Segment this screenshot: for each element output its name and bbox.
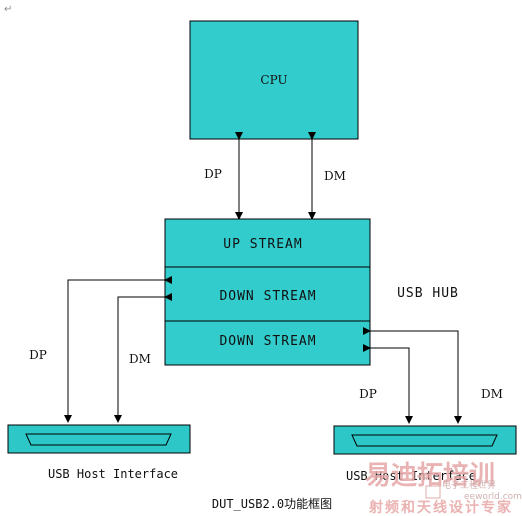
dp-line-left: [64, 276, 172, 423]
cpu-label: CPU: [260, 73, 287, 87]
usb-hub-label: USB HUB: [397, 286, 459, 301]
usb-host-connector-left: [7, 424, 191, 454]
down-stream-label-2: DOWN STREAM: [219, 334, 316, 349]
dm-label-top: DM: [324, 169, 346, 183]
dp-label-left: DP: [29, 348, 47, 362]
dm-label-right: DM: [481, 387, 503, 401]
up-stream-label: UP STREAM: [223, 237, 302, 252]
watermark: 易迪拓培训 电子工程世界 eeworld.com.cn 射频和天线设计专家: [365, 461, 522, 516]
host-left-label: USB Host Interface: [48, 467, 178, 481]
dm-label-left: DM: [129, 352, 151, 366]
watermark-logo-text: 电子工程世界: [442, 479, 496, 491]
up-stream-box: [164, 218, 371, 268]
dm-line-right: [363, 327, 462, 424]
down-stream-label-1: DOWN STREAM: [219, 289, 316, 304]
watermark-line3: eeworld.com.cn: [464, 492, 522, 502]
cpu-box: [189, 20, 359, 140]
watermark-logo-icon: [425, 485, 441, 499]
dp-line-right: [363, 344, 413, 424]
usb-host-connector-right: [333, 425, 517, 455]
host-right-label: USB Host Interface: [346, 469, 476, 483]
dp-label-right: DP: [359, 387, 377, 401]
dp-label-top: DP: [204, 167, 222, 181]
figure-caption: DUT_USB2.0功能框图: [212, 497, 332, 511]
paragraph-mark-top: ↵: [4, 4, 12, 15]
dm-line-left: [114, 293, 172, 423]
watermark-line2: 射频和天线设计专家: [368, 499, 513, 516]
